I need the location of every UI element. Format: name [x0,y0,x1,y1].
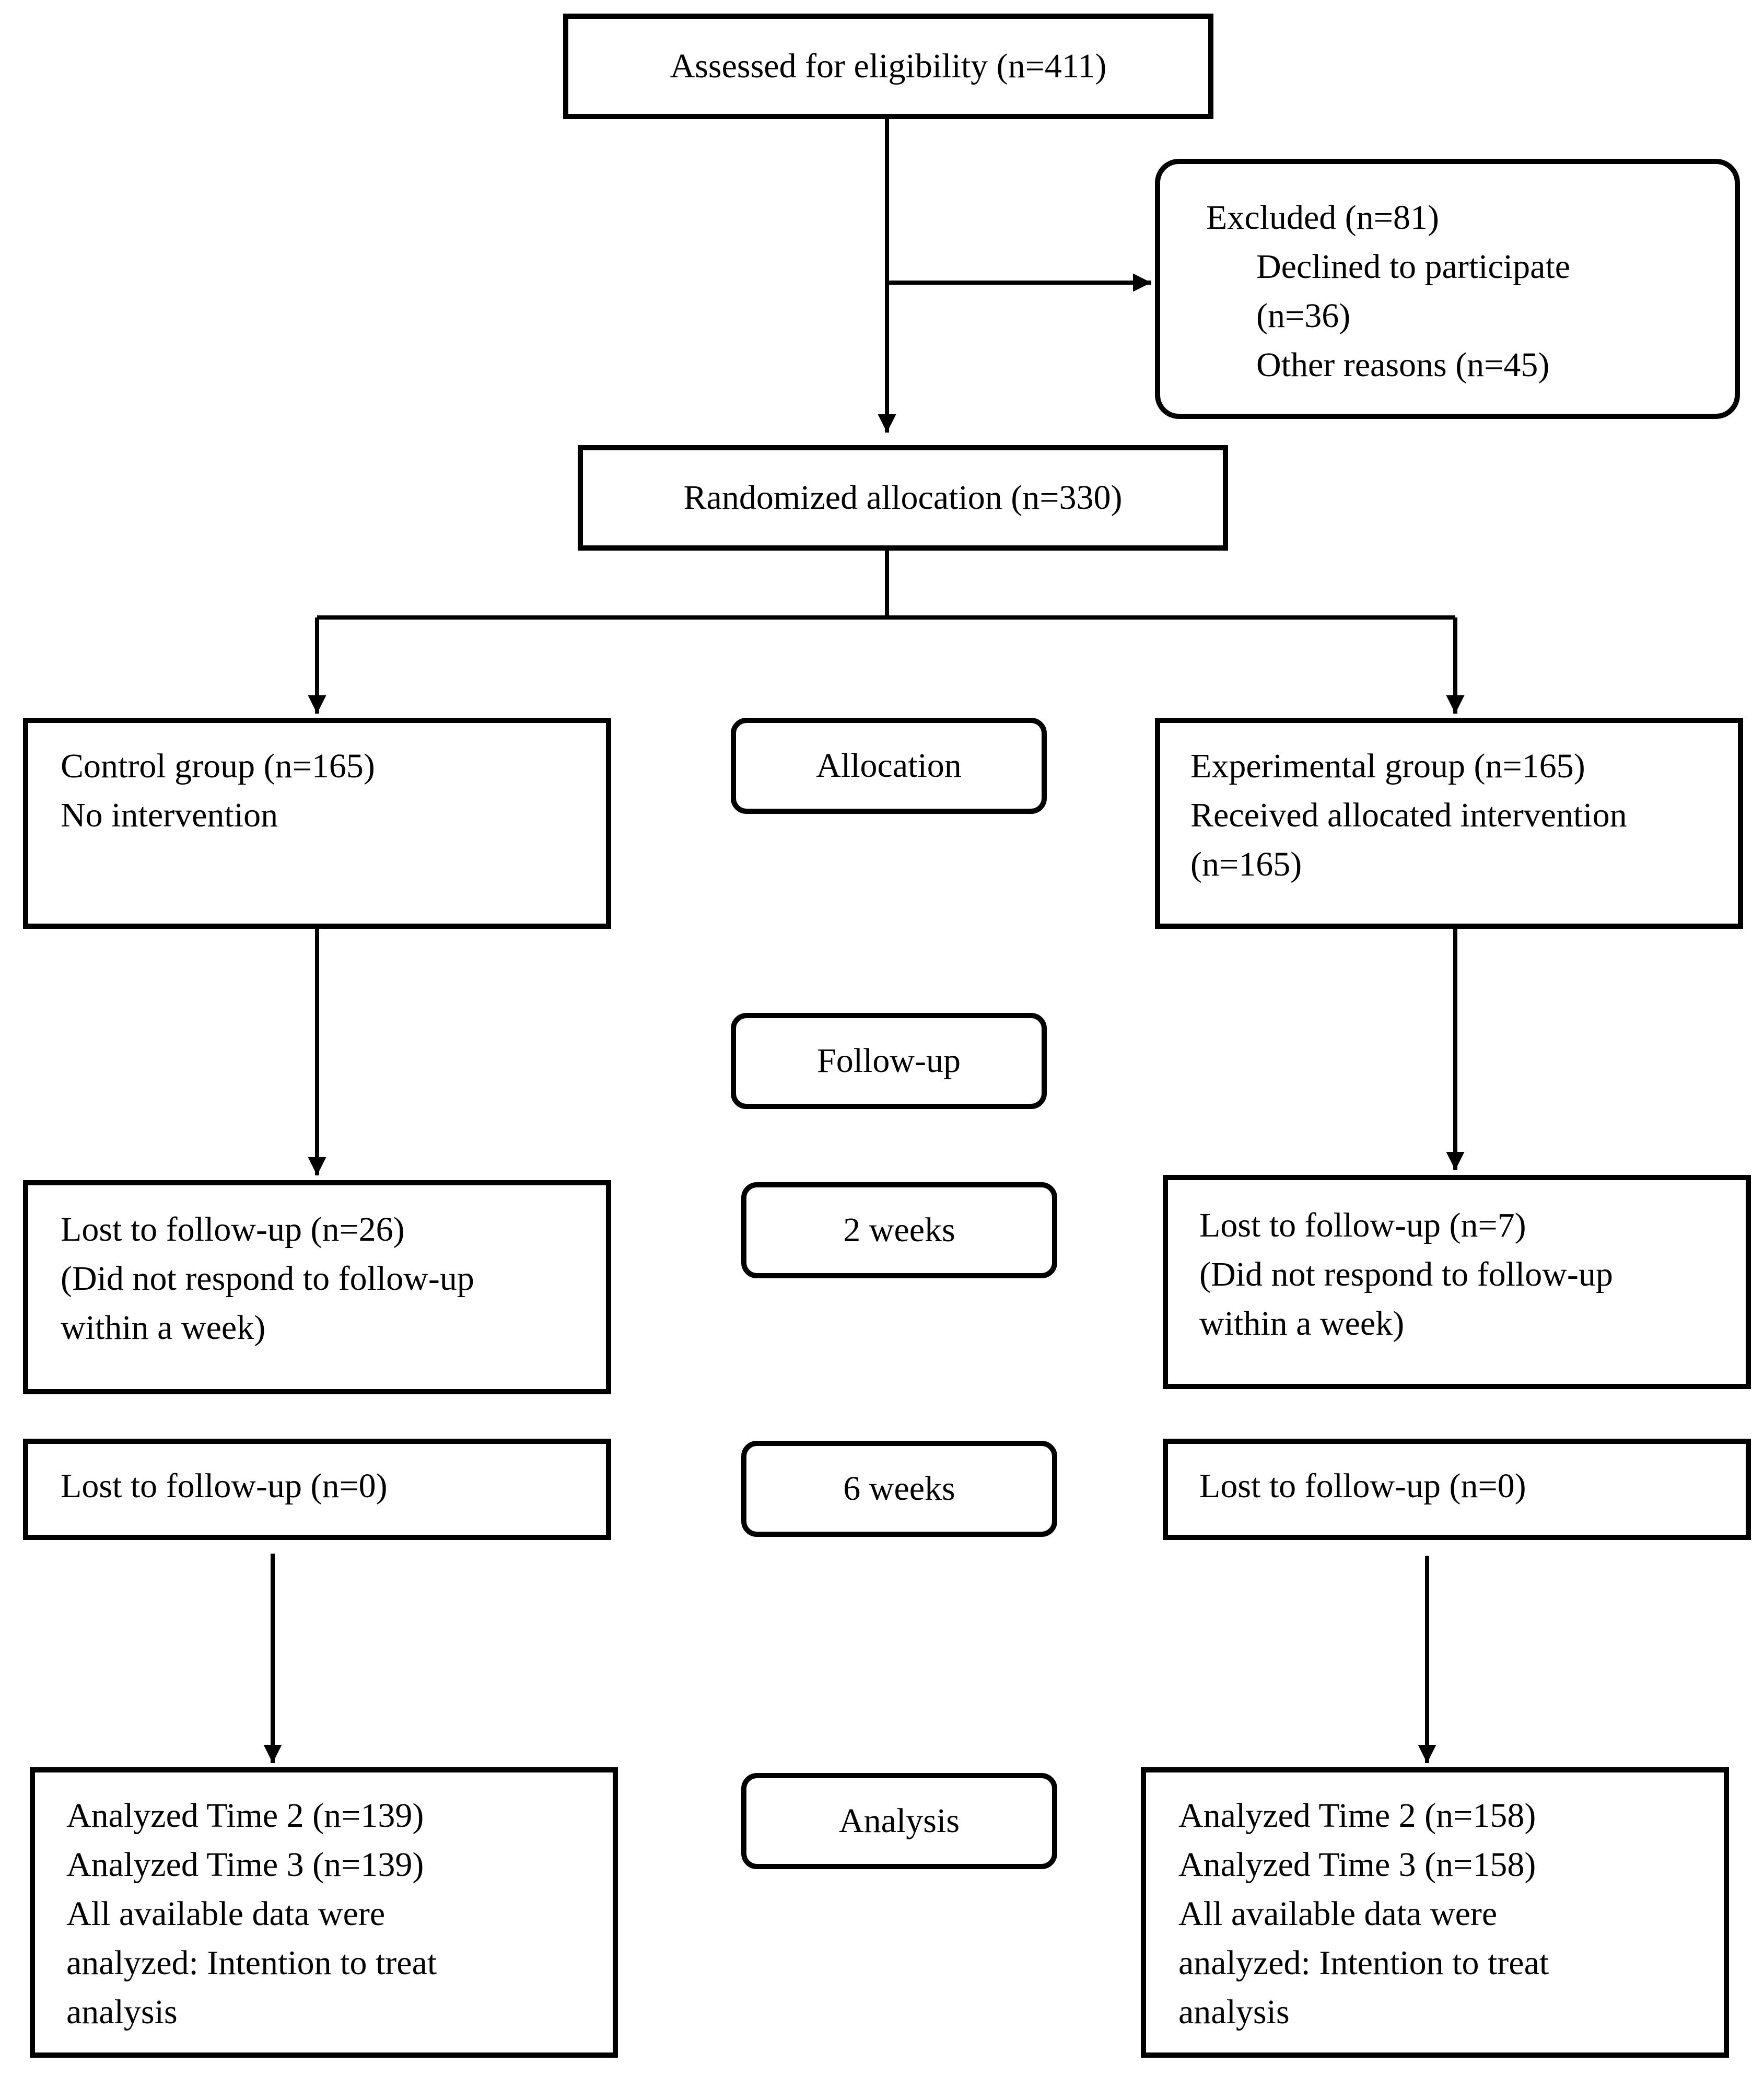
experimental-lost-6w-box: Lost to follow-up (n=0) [1163,1439,1751,1540]
experimental-lost-6w-count: Lost to follow-up (n=0) [1199,1467,1526,1505]
experimental-analysis-note-line1: All available data were [1178,1895,1498,1933]
stage-follow-up-text: Follow-up [816,1042,961,1080]
control-group-title: Control group (n=165) [61,747,375,785]
stage-6-weeks: 6 weeks [741,1441,1057,1537]
excluded-title: Excluded (n=81) [1206,199,1439,237]
control-lost-2w-count: Lost to follow-up (n=26) [61,1210,405,1249]
experimental-group-intervention: Received allocated intervention [1190,796,1627,834]
experimental-lost-2w-count: Lost to follow-up (n=7) [1199,1206,1526,1244]
control-analysis-note-line3: analysis [66,1993,178,2031]
experimental-lost-2w-reason-line1: (Did not respond to follow-up [1199,1255,1613,1293]
assessed-box: Assessed for eligibility (n=411) [563,14,1213,119]
experimental-analyzed-time3: Analyzed Time 3 (n=158) [1178,1846,1536,1884]
control-analysis-note-line1: All available data were [66,1895,385,1933]
experimental-group-box: Experimental group (n=165) Received allo… [1155,718,1743,929]
control-group-box: Control group (n=165) No intervention [23,718,611,929]
control-analysis-note-line2: analyzed: Intention to treat [66,1944,437,1982]
stage-2-weeks: 2 weeks [741,1182,1057,1278]
control-group-intervention: No intervention [61,796,278,834]
randomized-box: Randomized allocation (n=330) [578,445,1228,551]
experimental-analysis-box: Analyzed Time 2 (n=158) Analyzed Time 3 … [1141,1767,1729,2058]
control-lost-2w-reason-line2: within a week) [61,1309,266,1347]
experimental-group-title: Experimental group (n=165) [1190,747,1585,785]
stage-follow-up: Follow-up [731,1013,1047,1109]
excluded-declined-line2: (n=36) [1256,297,1351,335]
excluded-other: Other reasons (n=45) [1256,346,1550,384]
randomized-text: Randomized allocation (n=330) [683,479,1123,517]
experimental-lost-2w-reason-line2: within a week) [1199,1304,1405,1343]
control-lost-2w-box: Lost to follow-up (n=26) (Did not respon… [23,1180,611,1394]
control-lost-2w-reason-line1: (Did not respond to follow-up [61,1259,474,1298]
stage-analysis-text: Analysis [839,1802,960,1840]
control-analysis-box: Analyzed Time 2 (n=139) Analyzed Time 3 … [30,1767,618,2058]
control-analyzed-time3: Analyzed Time 3 (n=139) [66,1846,424,1884]
excluded-declined-line1: Declined to participate [1256,248,1571,286]
experimental-lost-2w-box: Lost to follow-up (n=7) (Did not respond… [1163,1175,1751,1389]
experimental-analysis-note-line3: analysis [1178,1993,1290,2031]
assessed-text: Assessed for eligibility (n=411) [670,47,1107,85]
control-lost-6w-box: Lost to follow-up (n=0) [23,1439,611,1540]
control-lost-6w-count: Lost to follow-up (n=0) [61,1467,388,1505]
stage-allocation-text: Allocation [816,747,962,785]
stage-2-weeks-text: 2 weeks [843,1211,955,1249]
experimental-analysis-note-line2: analyzed: Intention to treat [1178,1944,1549,1982]
experimental-group-intervention-count: (n=165) [1190,845,1302,883]
experimental-analyzed-time2: Analyzed Time 2 (n=158) [1178,1797,1536,1835]
stage-6-weeks-text: 6 weeks [843,1469,955,1508]
excluded-box: Excluded (n=81) Declined to participate … [1155,159,1740,419]
stage-analysis: Analysis [741,1773,1057,1869]
control-analyzed-time2: Analyzed Time 2 (n=139) [66,1797,424,1835]
stage-allocation: Allocation [731,718,1047,814]
